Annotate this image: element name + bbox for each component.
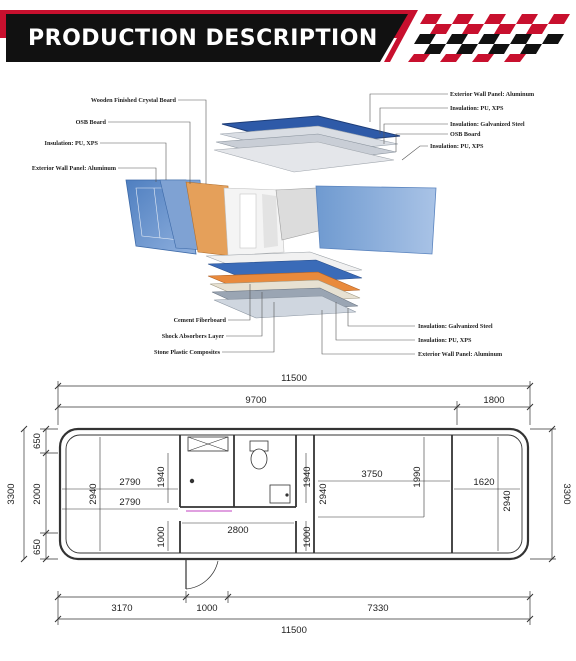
label-insulation-pu-xps-floor: Insulation: PU, XPS [418, 337, 472, 344]
right-wall-panel [315, 185, 437, 255]
header-banner: PRODUCTION DESCRIPTION [0, 0, 576, 72]
dim-room-left-top: 2790 [119, 477, 140, 488]
outer-shell [58, 427, 530, 561]
label-exterior-aluminum-floor: Exterior Wall Panel: Aluminum [418, 351, 503, 358]
interior-shell [223, 187, 285, 257]
toilet-icon [250, 448, 268, 470]
dim-room-left-height: 2940 [88, 483, 99, 504]
label-insulation-pu-xps-roof: Insulation: PU, XPS [450, 105, 504, 112]
dim-end-width: 1620 [473, 477, 494, 488]
roof-layers [213, 115, 401, 173]
sink-icon [269, 484, 291, 504]
dim-bottom-left: 3170 [111, 603, 132, 614]
dim-bed-height: 1990 [412, 466, 423, 487]
dim-top-right: 1800 [483, 395, 504, 406]
label-osb-board-roof: OSB Board [450, 131, 481, 138]
exploded-view-diagram: Wooden Finished Crystal Board OSB Board … [32, 91, 535, 358]
floor-layers [205, 251, 363, 319]
bathroom [186, 436, 291, 512]
checkered-flag-icon [408, 14, 570, 62]
dim-room-left-bottom: 2790 [119, 497, 140, 508]
inner-dimension-lines [62, 437, 520, 551]
dimension-lines [23, 381, 556, 625]
dimension-ticks [20, 382, 556, 623]
dim-left-overall: 3300 [6, 483, 17, 504]
label-insulation-pu-xps-right: Insulation: PU, XPS [430, 143, 484, 150]
label-osb-board-left: OSB Board [76, 119, 107, 126]
label-galvanized-steel-roof: Insulation: Galvanized Steel [450, 121, 525, 128]
dim-bath-depth: 1940 [156, 466, 167, 487]
dim-room-right-height: 2940 [318, 483, 329, 504]
label-cement-fiberboard: Cement Fiberboard [174, 317, 227, 324]
dim-bottom-total: 11500 [281, 625, 307, 636]
dim-bath-lower-right: 1000 [302, 526, 313, 547]
dim-top-total: 11500 [281, 373, 307, 384]
dim-right-overall: 3300 [561, 483, 572, 504]
dim-top-main: 9700 [245, 395, 266, 406]
label-shock-absorbers: Shock Absorbers Layer [162, 333, 224, 340]
header-stripe [384, 10, 418, 62]
label-insulation-pu-xps-left: Insulation: PU, XPS [45, 140, 99, 147]
dim-left-bottom: 650 [32, 539, 43, 555]
partition-walls [179, 435, 453, 553]
label-exterior-aluminum-left: Exterior Wall Panel: Aluminum [32, 165, 117, 172]
dim-room-right-depth: 1940 [302, 466, 313, 487]
header-graphic [0, 10, 570, 62]
end-wall-panel [275, 187, 323, 241]
dim-end-height: 2940 [502, 490, 513, 511]
roof-osb-layer [213, 141, 395, 173]
leader-lines [100, 93, 448, 355]
dim-bath-lower-left: 1000 [156, 526, 167, 547]
label-stone-plastic: Stone Plastic Composites [154, 349, 221, 356]
shower-drain-icon [189, 478, 195, 484]
label-galvanized-steel-floor: Insulation: Galvanized Steel [418, 323, 493, 330]
dim-bottom-door: 1000 [196, 603, 217, 614]
dim-room-right-width: 3750 [361, 469, 382, 480]
dim-bottom-right: 7330 [367, 603, 388, 614]
label-wooden-crystal-board: Wooden Finished Crystal Board [91, 97, 177, 104]
floor-plan: 11500 9700 1800 3300 650 2000 650 3300 2… [6, 373, 572, 636]
header-title-bar [6, 14, 408, 62]
entry-door [180, 558, 219, 590]
label-exterior-aluminum-roof: Exterior Wall Panel: Aluminum [450, 91, 535, 98]
dim-bath-width: 2800 [227, 525, 248, 536]
dim-left-middle: 2000 [32, 483, 43, 504]
page-title: PRODUCTION DESCRIPTION [28, 26, 378, 51]
dim-left-top: 650 [32, 433, 43, 449]
